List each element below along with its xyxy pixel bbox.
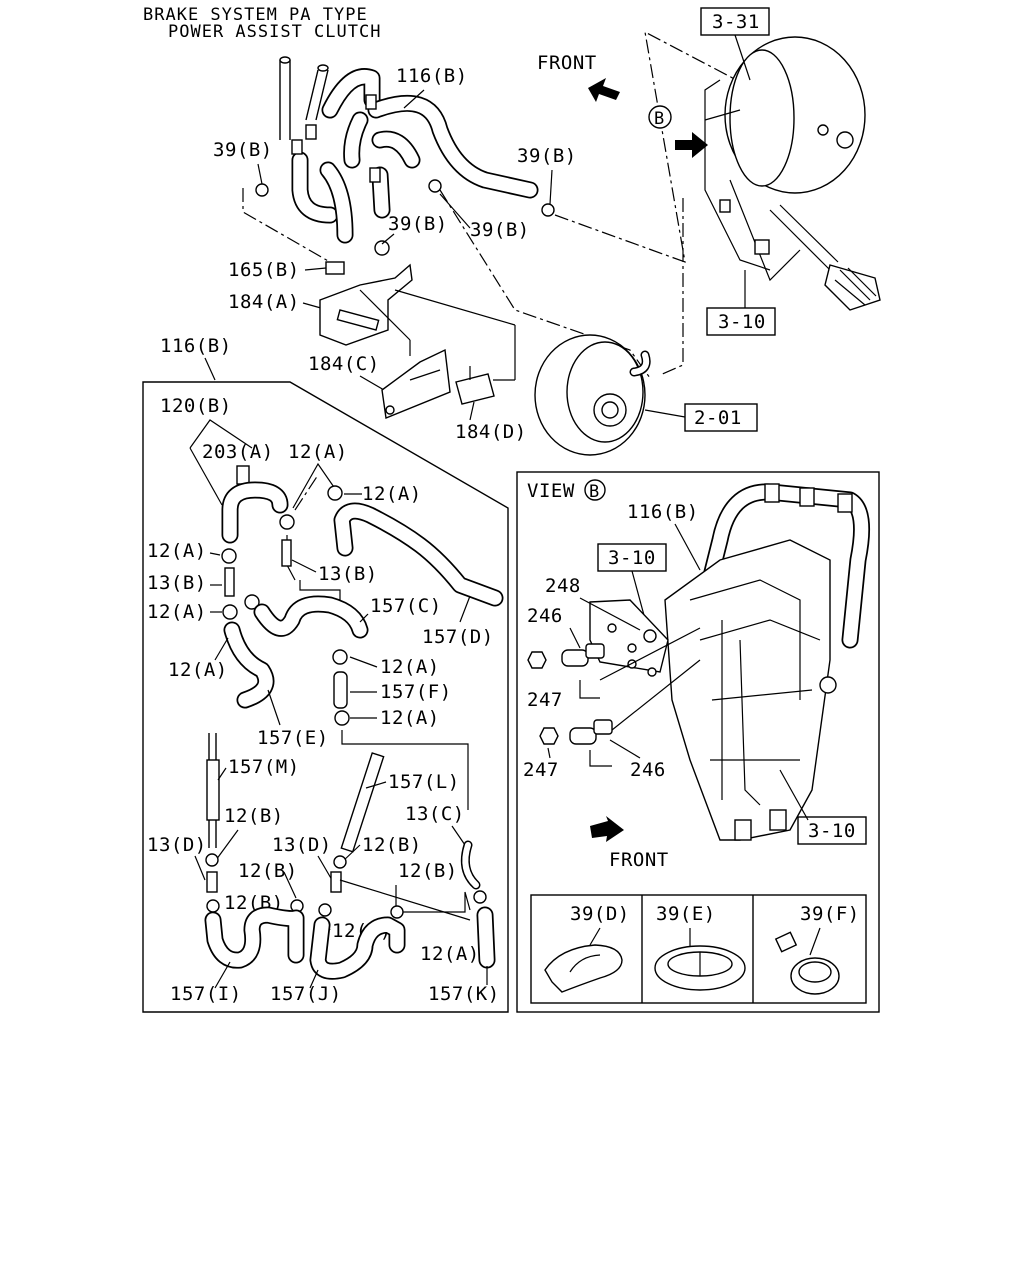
leader-dash-4 <box>659 198 684 376</box>
clamp-39d: 39(D) <box>544 903 630 993</box>
leader-dash-3 <box>439 189 651 379</box>
hose-detail-panel <box>142 381 509 1013</box>
clutch-master-assembly <box>704 36 881 311</box>
ref-box-3-10-top[interactable] <box>706 307 776 336</box>
label-184a: 184(A) <box>228 291 300 313</box>
bolt-165b <box>325 261 345 275</box>
nut-247-2 <box>539 727 559 745</box>
switch-246-1 <box>561 649 589 667</box>
label-157c: 157(C) <box>370 595 442 617</box>
front-label-view-b: FRONT <box>609 849 669 871</box>
clamp-39f: 39(F) <box>774 903 860 995</box>
label-120b: 120(B) <box>160 395 232 417</box>
pipe-157l <box>340 752 385 853</box>
label-12a-1: 12(A) <box>288 441 348 463</box>
brake-booster <box>534 334 651 456</box>
label-157e: 157(E) <box>257 727 329 749</box>
label-203a: 203(A) <box>202 441 274 463</box>
label-12b-2: 12(B) <box>362 834 422 856</box>
label-13d-2: 13(D) <box>272 834 332 856</box>
label-247-2: 247 <box>523 759 559 781</box>
label-39d: 39(D) <box>570 903 630 925</box>
nut-247-1 <box>527 651 547 669</box>
label-13b-2: 13(B) <box>318 563 378 585</box>
label-247-1: 247 <box>527 689 563 711</box>
label-116b-top: 116(B) <box>396 65 468 87</box>
ref-box-2-01[interactable] <box>684 403 758 432</box>
hose-157f <box>333 671 348 709</box>
ref-box-3-10-view-a[interactable] <box>597 543 667 572</box>
view-b-panel <box>516 471 880 1013</box>
front-arrow-view-b-icon <box>590 816 624 842</box>
label-12a-5: 12(A) <box>168 659 228 681</box>
label-39b-lower: 39(B) <box>470 219 530 241</box>
label-39e: 39(E) <box>656 903 716 925</box>
clutch-unit-body <box>664 539 831 841</box>
diagram-title-line1: BRAKE SYSTEM PA TYPE <box>143 5 368 25</box>
label-157i: 157(I) <box>170 983 242 1005</box>
label-248: 248 <box>545 575 581 597</box>
label-184d: 184(D) <box>455 421 527 443</box>
ref-box-3-31[interactable] <box>700 7 770 36</box>
ref-3-10-view-a[interactable]: 3-10 <box>608 547 656 569</box>
label-157f: 157(F) <box>380 681 452 703</box>
view-b-content: VIEW B 116(B) 3-10 248 2 <box>523 479 871 871</box>
label-157j: 157(J) <box>270 983 342 1005</box>
label-13b-1: 13(B) <box>147 572 207 594</box>
view-b-marker-top: B <box>654 109 664 129</box>
view-b-label: VIEW <box>527 480 575 502</box>
ref-3-10-view-b[interactable]: 3-10 <box>808 820 856 842</box>
front-label-top: FRONT <box>537 52 597 74</box>
bracket-184a <box>319 263 413 346</box>
label-12a-7: 12(A) <box>380 707 440 729</box>
label-39b-left: 39(B) <box>213 139 273 161</box>
plug-203a <box>236 465 250 485</box>
switch-bracket <box>589 599 669 673</box>
label-39f: 39(F) <box>800 903 860 925</box>
label-165b: 165(B) <box>228 259 300 281</box>
clamp-39e: 39(E) <box>654 903 746 991</box>
bracket-184d <box>455 373 495 405</box>
label-157k: 157(K) <box>428 983 500 1005</box>
view-b-marker-circle <box>648 105 672 129</box>
label-12a-2: 12(A) <box>362 483 422 505</box>
label-157m: 157(M) <box>228 756 300 778</box>
pipe-group-top <box>255 56 555 256</box>
view-b-label-116b: 116(B) <box>627 501 699 523</box>
ref-2-01[interactable]: 2-01 <box>694 407 742 429</box>
label-157d: 157(D) <box>422 626 494 648</box>
label-13d-1: 13(D) <box>147 834 207 856</box>
leader-dash-1 <box>242 188 331 263</box>
ref-3-10-top[interactable]: 3-10 <box>718 311 766 333</box>
front-arrow-top-icon <box>588 78 620 102</box>
bracket-184c <box>381 348 451 419</box>
label-12a-8: 12(A) <box>420 943 480 965</box>
label-12b-1: 12(B) <box>224 805 284 827</box>
arrow-view-b-icon <box>675 132 708 158</box>
label-246-2: 246 <box>630 759 666 781</box>
hose-detail-header: 116(B) <box>160 335 232 357</box>
label-39b-right: 39(B) <box>517 145 577 167</box>
label-12b-4: 12(B) <box>398 860 458 882</box>
label-184c: 184(C) <box>308 353 380 375</box>
leader-dash-2 <box>554 30 766 263</box>
hose-detail-content: 120(B) 203(A) 12(A) 12(A) 12(A) 13(B) 12… <box>147 395 504 1005</box>
view-b-marker: B <box>589 482 599 502</box>
label-13c: 13(C) <box>405 803 465 825</box>
label-157l: 157(L) <box>388 771 460 793</box>
diagram-title-line2: POWER ASSIST CLUTCH <box>168 22 381 42</box>
connector-13b-1 <box>224 567 235 597</box>
ref-3-31[interactable]: 3-31 <box>712 11 760 33</box>
label-246-1: 246 <box>527 605 563 627</box>
switch-246-2 <box>569 727 597 745</box>
top-assembly: 116(B) 39(B) 39(B) 39(B) 39(B) 165(B) 18… <box>213 7 881 456</box>
clamps-panel <box>530 894 867 1004</box>
label-12a-4: 12(A) <box>147 601 207 623</box>
label-12a-6: 12(A) <box>380 656 440 678</box>
label-12a-3: 12(A) <box>147 540 207 562</box>
label-39b-mid: 39(B) <box>388 213 448 235</box>
ref-box-3-10-view-b[interactable] <box>797 816 867 845</box>
label-12b-3: 12(B) <box>238 860 298 882</box>
